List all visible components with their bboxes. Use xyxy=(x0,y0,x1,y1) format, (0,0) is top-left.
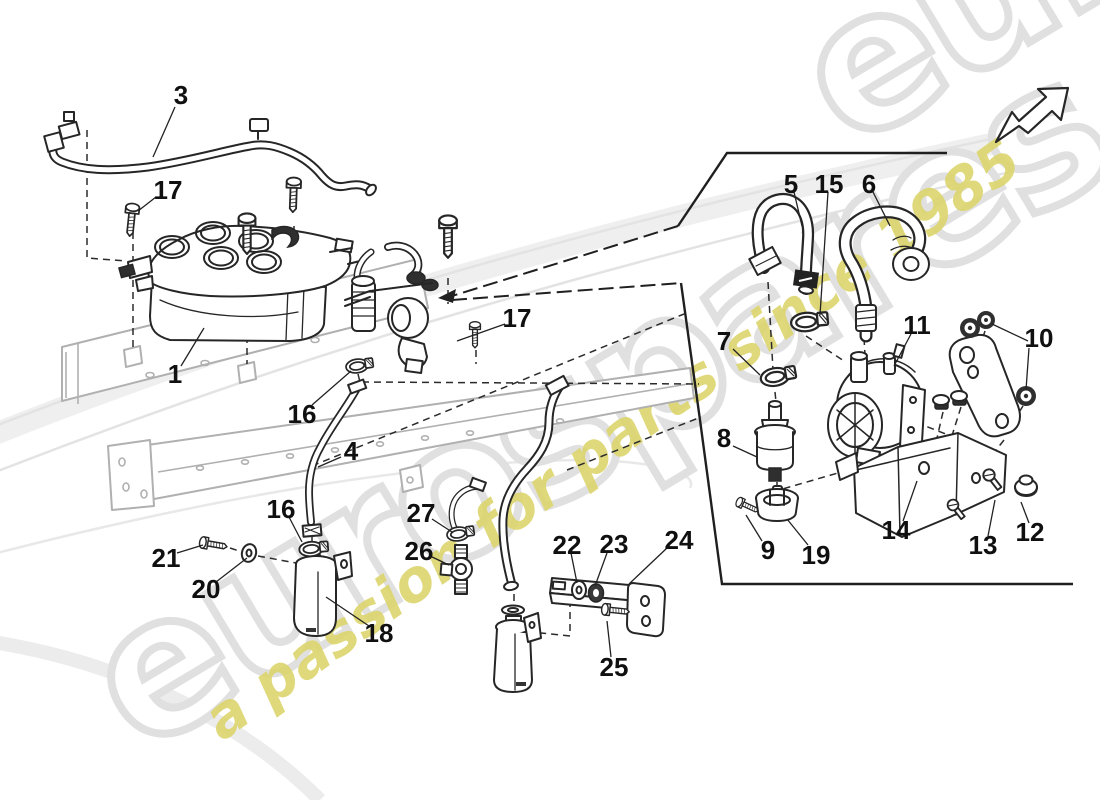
hose-part4-a xyxy=(304,378,368,526)
callout-labels: 3 17 1 17 16 4 16 21 20 18 27 26 22 23 24 25 5 15 6 7 8 9 19 11… xyxy=(152,80,1054,682)
mount-studs xyxy=(932,390,968,410)
detail-view-frame xyxy=(438,151,1073,586)
hose-part4-b xyxy=(498,374,570,592)
callout-4-leader xyxy=(317,456,342,468)
fuel-filter-part8 xyxy=(754,400,796,482)
grommet-part10-a xyxy=(960,318,980,338)
hose-part5 xyxy=(748,193,819,295)
bracket-part14 xyxy=(835,432,1007,538)
callout-1-leader xyxy=(180,327,205,367)
callout-6-label: 6 xyxy=(862,169,876,199)
callout-4-label: 4 xyxy=(344,436,359,466)
grommet-part10-b xyxy=(977,311,995,329)
callout-16-label: 16 xyxy=(288,399,317,429)
callout-5-leader xyxy=(793,191,803,227)
callout-16-leader xyxy=(311,370,352,406)
callout-9-label: 9 xyxy=(761,535,775,565)
callout-11-leader xyxy=(893,333,912,367)
callout-18-label: 18 xyxy=(365,618,394,648)
callout-17-leader xyxy=(456,323,506,342)
callout-5-label: 5 xyxy=(784,169,798,199)
callout-21-leader xyxy=(176,544,204,554)
callout-13-leader xyxy=(987,499,996,537)
callout-23-label: 23 xyxy=(600,529,629,559)
callout-20-label: 20 xyxy=(192,574,221,604)
valve-part26 xyxy=(439,476,487,595)
callout-10-leader xyxy=(991,323,1029,342)
callout-26-leader xyxy=(429,555,450,566)
callout-12-leader xyxy=(1020,501,1030,524)
callout-1-label: 1 xyxy=(168,359,182,389)
callout-10-label: 10 xyxy=(1025,323,1054,353)
callout-18-leader xyxy=(325,596,370,627)
direction-arrow-icon xyxy=(994,86,1070,144)
bolt-17-b xyxy=(284,176,303,214)
bracket-part10 xyxy=(948,333,1021,438)
callout-25-leader xyxy=(606,620,612,658)
reservoir-part18 xyxy=(293,523,353,637)
washer-part22 xyxy=(571,580,587,600)
callout-13-label: 13 xyxy=(969,530,998,560)
callout-25-label: 25 xyxy=(600,652,629,682)
callout-24-leader xyxy=(628,547,668,585)
rubber-mount-part19 xyxy=(755,485,799,522)
callout-12-label: 12 xyxy=(1016,517,1045,547)
callout-3-leader xyxy=(152,106,176,158)
callout-20-leader xyxy=(215,557,248,583)
vent-hose-part3 xyxy=(43,111,377,197)
callout-17-leader xyxy=(137,196,157,212)
callout-27-leader xyxy=(431,518,453,533)
callout-17-label: 17 xyxy=(154,175,183,205)
callout-9-leader xyxy=(745,514,763,542)
callout-6-leader xyxy=(872,191,891,227)
callout-15-leader xyxy=(819,191,829,316)
callout-15-label: 15 xyxy=(815,169,844,199)
callout-10-leader xyxy=(1025,347,1030,391)
callout-8-label: 8 xyxy=(717,423,731,453)
callout-14-label: 14 xyxy=(882,515,911,545)
charcoal-canister-part1 xyxy=(118,221,365,342)
nut-part23 xyxy=(587,583,605,603)
callout-19-label: 19 xyxy=(802,540,831,570)
callout-16-label: 16 xyxy=(267,494,296,524)
pump-cluster-overview xyxy=(344,241,439,375)
callout-23-leader xyxy=(594,552,608,587)
callout-19-leader xyxy=(786,518,809,546)
reservoir-second xyxy=(493,604,542,693)
callout-26-label: 26 xyxy=(405,536,434,566)
pump-mount-bolt xyxy=(438,214,458,259)
callout-leader-lines xyxy=(137,106,1030,658)
callout-16-leader xyxy=(288,516,303,543)
callout-8-leader xyxy=(732,445,758,458)
callout-27-label: 27 xyxy=(407,498,436,528)
callout-14-leader xyxy=(902,480,918,522)
callout-3-label: 3 xyxy=(174,80,188,110)
callout-7-leader xyxy=(732,348,761,376)
callout-22-leader xyxy=(570,552,578,584)
callout-17-label: 17 xyxy=(503,303,532,333)
callout-22-label: 22 xyxy=(553,530,582,560)
bolt-17-a xyxy=(122,202,141,238)
callout-21-label: 21 xyxy=(152,543,181,573)
callout-11-label: 11 xyxy=(903,310,931,340)
hose-part6 xyxy=(838,205,930,343)
washer-part20 xyxy=(240,543,258,563)
callout-7-label: 7 xyxy=(717,326,731,356)
callout-24-label: 24 xyxy=(665,525,694,555)
nut-part12 xyxy=(1014,474,1038,497)
